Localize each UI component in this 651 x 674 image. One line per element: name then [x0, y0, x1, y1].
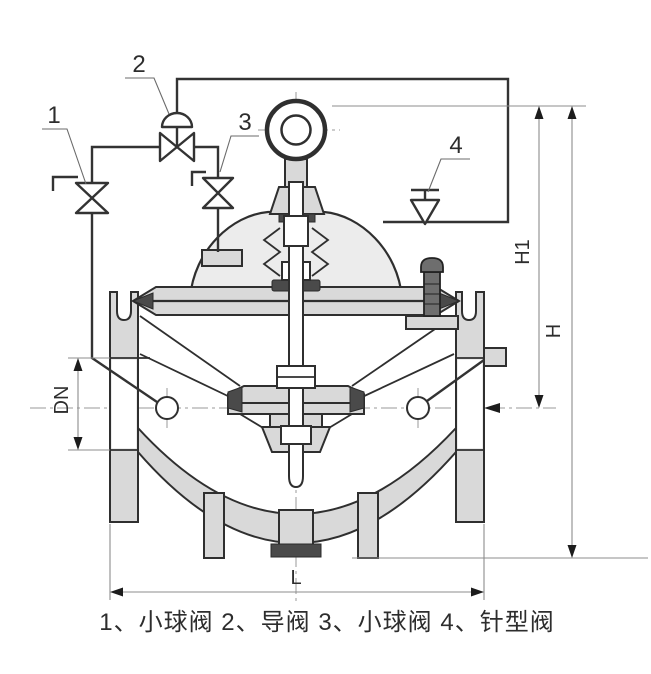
dimension-h1: H1	[512, 106, 544, 408]
h1-label: H1	[512, 239, 534, 265]
dimensions: H1 H DN L	[51, 105, 648, 600]
valve-stem	[276, 181, 316, 489]
bolt-hole-left	[155, 396, 179, 420]
callout-2-number: 2	[132, 51, 145, 78]
callout-1: 1	[42, 102, 87, 185]
foot-left	[203, 492, 225, 559]
pilot-valve-2	[158, 111, 196, 163]
ball-valve-3	[190, 170, 235, 210]
callouts: 1 2 3 4	[42, 51, 470, 193]
callout-3: 3	[219, 109, 259, 173]
valve-body	[109, 98, 507, 559]
dimension-l: L	[110, 567, 484, 597]
callout-4: 4	[427, 132, 470, 193]
callout-3-number: 3	[238, 109, 251, 136]
l-label: L	[290, 567, 301, 589]
drain-plug	[270, 543, 322, 558]
callout-2: 2	[125, 51, 170, 115]
callout-4-number: 4	[449, 132, 462, 159]
foot-right	[357, 492, 379, 559]
drain-boss	[278, 509, 314, 547]
dimension-dn: DN	[51, 358, 83, 450]
callout-1-number: 1	[47, 102, 60, 129]
dn-label: DN	[51, 386, 73, 415]
needle-valve-4	[409, 188, 441, 226]
ball-valve-1	[51, 175, 110, 215]
spring	[262, 227, 282, 277]
pilot-takeoff-bolt	[405, 257, 459, 330]
h-label: H	[543, 324, 565, 338]
dimension-h: H	[543, 106, 577, 558]
caption: 1、小球阀 2、导阀 3、小球阀 4、针型阀	[99, 609, 554, 636]
bolt-hole-right	[406, 396, 430, 420]
outlet-bore	[457, 359, 483, 449]
